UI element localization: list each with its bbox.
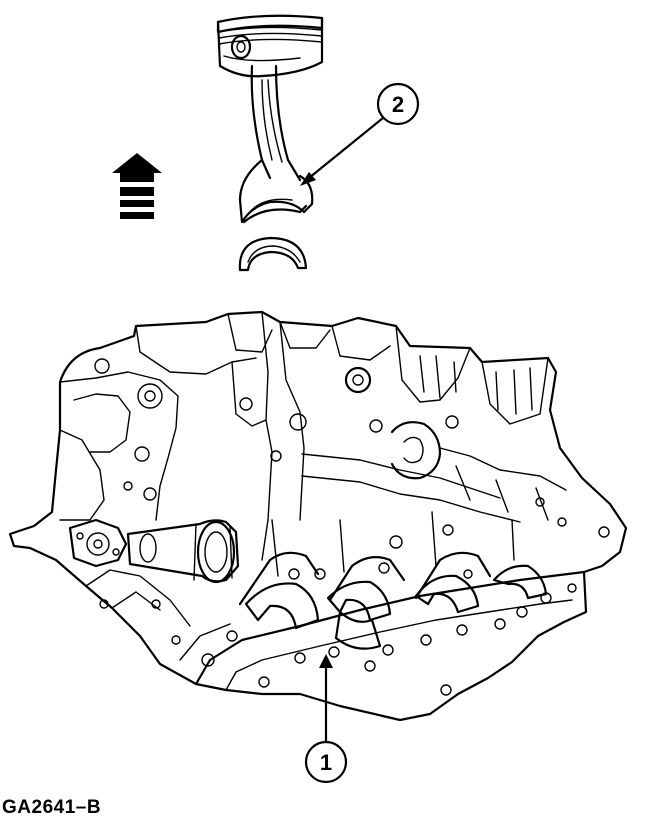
callout-2: 2 (300, 82, 420, 186)
up-arrow-icon (112, 153, 162, 219)
callout-2-label: 2 (392, 92, 404, 117)
engine-block (8, 310, 628, 722)
piston-connecting-rod (216, 14, 324, 272)
callout-1-label: 1 (320, 750, 332, 775)
callout-1: 1 (304, 654, 348, 784)
figure-code: GA2641–B (2, 797, 102, 818)
